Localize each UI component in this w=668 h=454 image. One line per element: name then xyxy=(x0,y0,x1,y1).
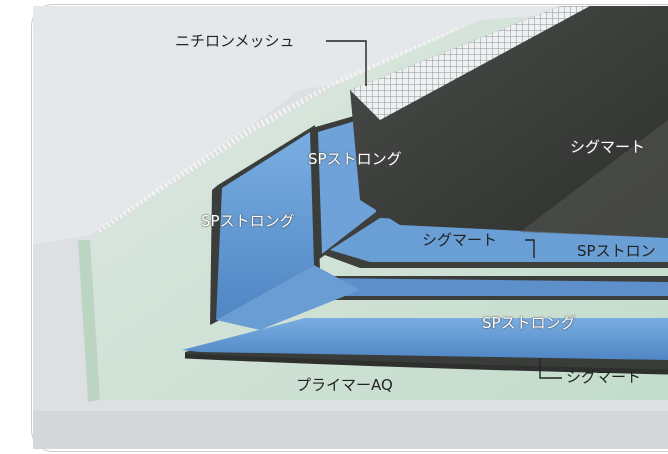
label-sigmart-bottom: シグマート xyxy=(566,368,642,386)
sigmart-bottom-leader xyxy=(539,358,562,379)
bottom-dark-line xyxy=(184,353,668,375)
label-mesh: ニチロンメッシュ xyxy=(175,32,295,50)
sigmart-shade xyxy=(520,6,668,238)
label-primer: プライマーAQ xyxy=(296,376,393,394)
label-sigmart-mid: シグマート xyxy=(422,231,498,249)
primer-blue-layer xyxy=(182,318,668,360)
wall-edge xyxy=(78,240,100,402)
label-sp-right: SPストロン xyxy=(577,242,656,260)
left-sheet-blue xyxy=(216,132,314,320)
sigmart-mid-leader xyxy=(525,239,535,258)
sloped-surface xyxy=(33,6,668,245)
floor-slab xyxy=(33,411,668,449)
inner-base-blue xyxy=(330,218,668,262)
label-sp-left: SPストロング xyxy=(201,212,295,230)
speckled-edge xyxy=(97,26,462,235)
left-sheet-fold xyxy=(216,265,360,330)
mesh-leader xyxy=(326,40,367,86)
mesh-layer xyxy=(350,6,590,120)
label-sigmart-top: シグマート xyxy=(570,138,646,156)
mid-blue-layer xyxy=(275,278,668,296)
label-sp-bottom: SPストロング xyxy=(482,314,576,332)
label-sp-upper: SPストロング xyxy=(308,150,402,168)
